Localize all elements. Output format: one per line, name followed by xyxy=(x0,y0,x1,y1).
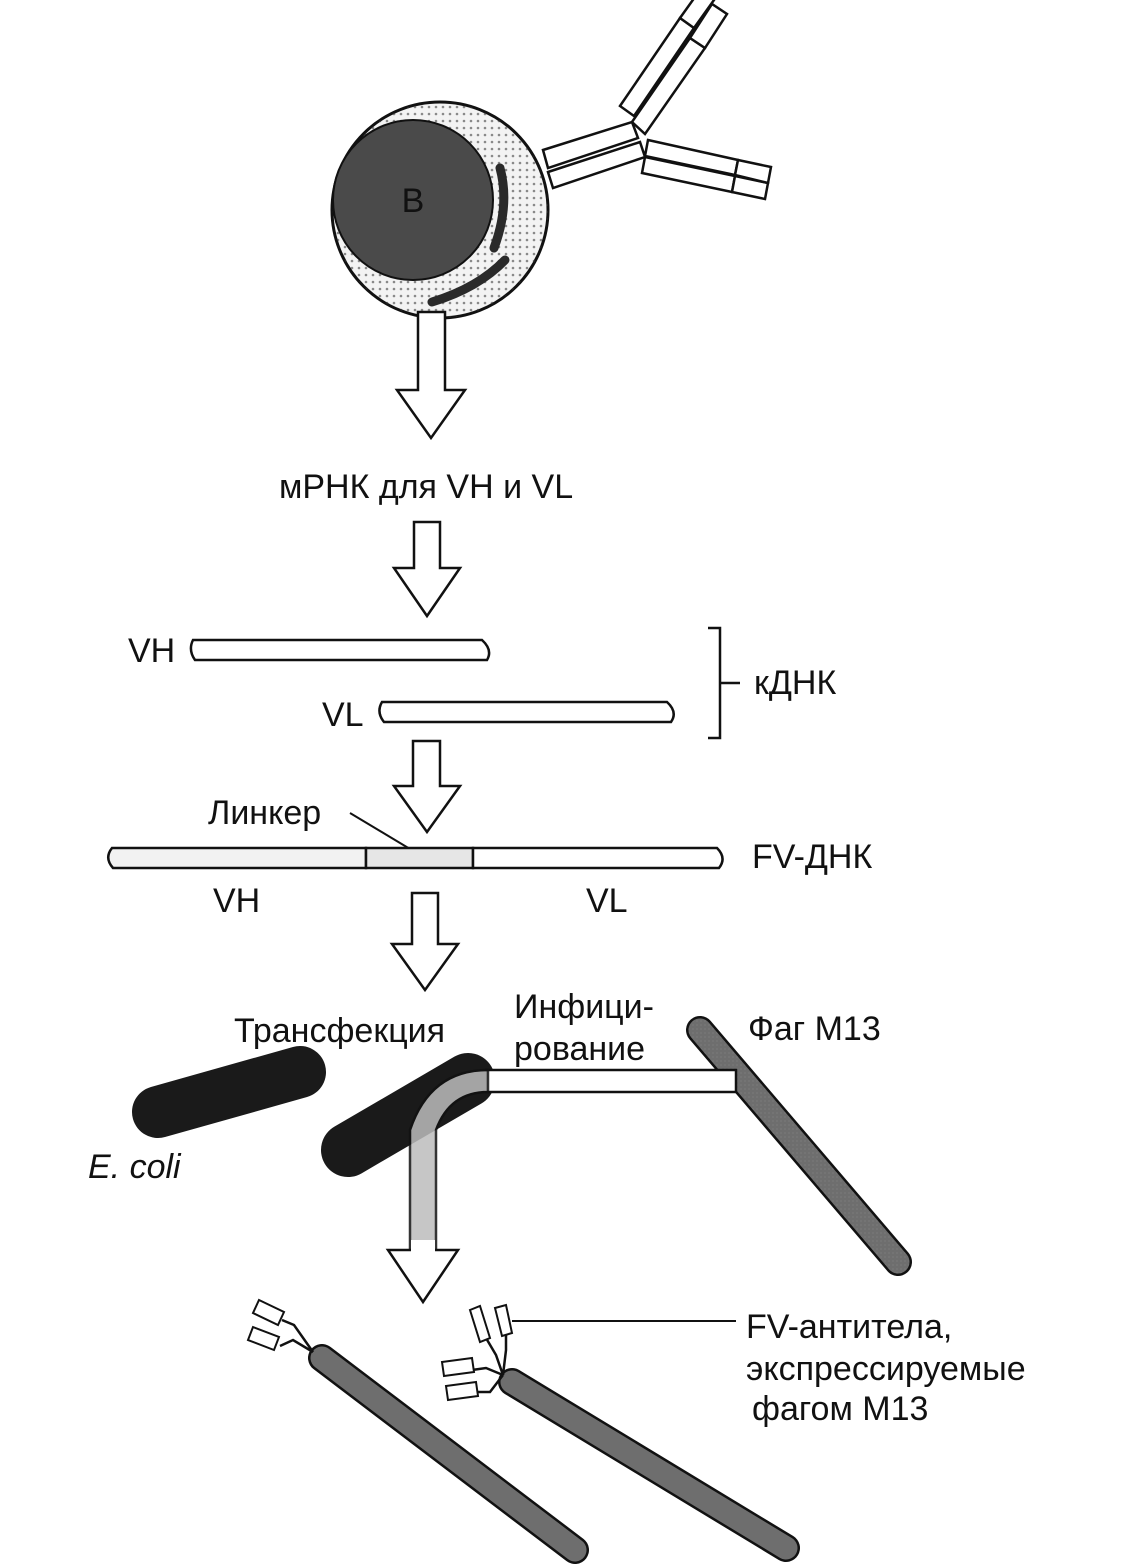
process-arrow xyxy=(385,1248,461,1305)
process-arrow xyxy=(389,891,461,993)
phage-with-fv-right xyxy=(440,1303,800,1562)
process-arrow xyxy=(391,739,463,835)
infection-label-line2: рование xyxy=(514,1030,645,1068)
vl-segment-label: VL xyxy=(586,882,628,920)
fv-dna-strand xyxy=(107,846,724,870)
fv-antibodies-label-line3: фагом M13 xyxy=(752,1390,928,1428)
surface-antibody xyxy=(541,0,773,201)
vh-label: VH xyxy=(128,632,175,670)
cdna-label: кДНК xyxy=(754,664,836,702)
cell-label: B xyxy=(402,182,425,220)
fv-dna-label: FV-ДНК xyxy=(752,838,872,876)
fv-fragment xyxy=(440,1303,514,1402)
ecoli-label: E. coli xyxy=(88,1148,182,1186)
fv-antibodies-label-line2: экспрессируемые xyxy=(746,1350,1026,1388)
process-arrow xyxy=(394,310,468,441)
endoplasmic-reticulum xyxy=(489,163,509,253)
phage-m13 xyxy=(686,1016,912,1276)
vl-label: VL xyxy=(322,696,364,734)
phage-dna-injection xyxy=(385,1068,738,1305)
ecoli-bacterium xyxy=(132,1046,326,1138)
phage-label: Фаг M13 xyxy=(748,1010,881,1048)
fv-fragment xyxy=(246,1298,286,1352)
b-cell: B xyxy=(330,100,550,320)
linker-label: Линкер xyxy=(208,794,321,832)
process-arrow xyxy=(391,520,463,619)
fv-antibodies-label-line1: FV-антитела, xyxy=(746,1308,952,1346)
vh-segment-label: VH xyxy=(213,882,260,920)
vh-cdna-strand xyxy=(189,638,491,662)
cell-nucleus xyxy=(332,119,494,281)
mrna-label: мРНК для VH и VL xyxy=(279,468,573,506)
vl-cdna-strand xyxy=(378,700,675,724)
linker-segment xyxy=(364,846,475,870)
cdna-bracket xyxy=(708,626,740,740)
transfection-label: Трансфекция xyxy=(234,1012,445,1050)
infection-label-line1: Инфици- xyxy=(514,988,654,1026)
phage-with-fv-left xyxy=(246,1298,589,1564)
